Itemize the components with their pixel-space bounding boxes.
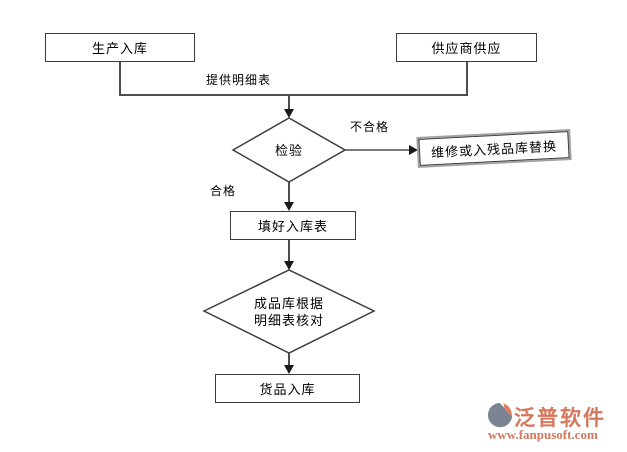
brand-name: 泛普软件 <box>514 407 606 430</box>
node-production: 生产入库 <box>45 33 195 62</box>
edge-label-fail: 不合格 <box>350 120 390 134</box>
connector-merge-lines <box>119 61 468 110</box>
node-goods-in: 货品入库 <box>215 374 360 403</box>
node-fill-form: 填好入库表 <box>230 211 356 240</box>
edge-label-pass: 合格 <box>210 184 237 198</box>
arrowhead-into-goods <box>284 365 294 374</box>
node-verify-label: 成品库根据 明细表核对 <box>224 295 354 329</box>
fanpu-logo: 泛普软件 www.fanpusoft.com <box>487 400 617 446</box>
diamond-verify-shape <box>202 269 376 354</box>
node-verify-label-line2: 明细表核对 <box>253 313 324 328</box>
arrowhead-into-repair <box>409 145 418 155</box>
node-supplier: 供应商供应 <box>396 33 537 62</box>
fanpu-logo-icon <box>487 402 513 428</box>
node-inspect-label: 检验 <box>274 143 303 158</box>
edge-label-provide-detail: 提供明细表 <box>206 73 272 87</box>
arrowhead-into-verify <box>284 261 294 270</box>
arrowhead-into-inspect <box>284 109 294 118</box>
arrowhead-into-fill-form <box>284 202 294 211</box>
brand-url: www.fanpusoft.com <box>488 427 598 442</box>
node-verify-label-line1: 成品库根据 <box>253 296 324 311</box>
